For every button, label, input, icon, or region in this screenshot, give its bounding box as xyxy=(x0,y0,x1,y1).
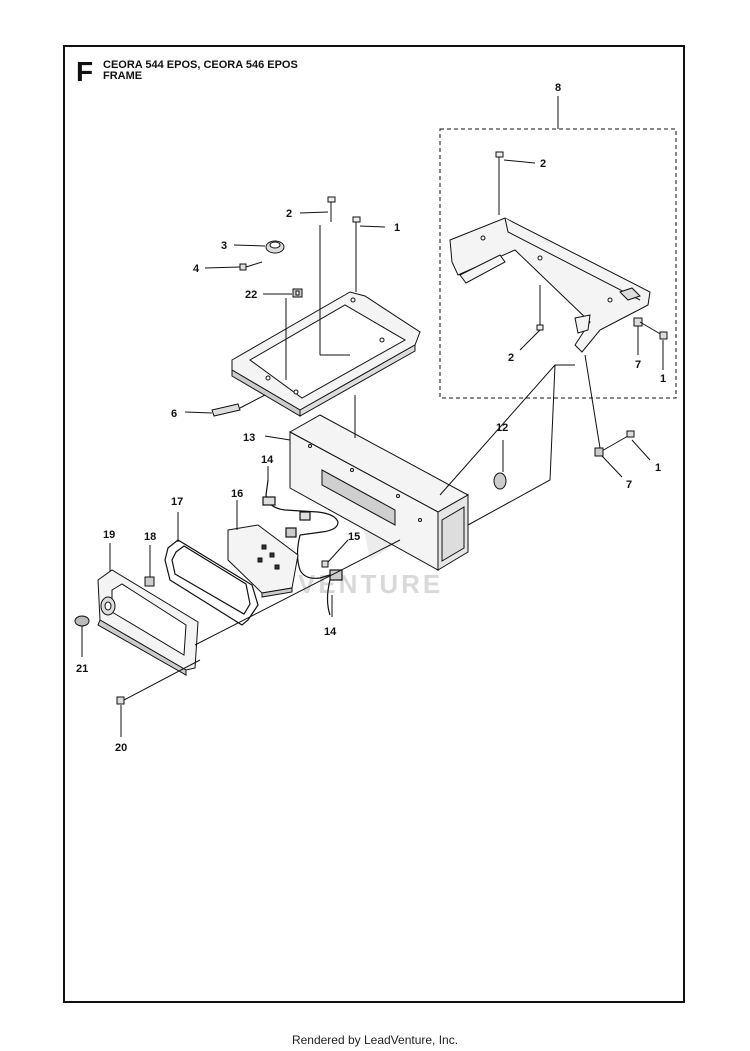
bolt-1-top xyxy=(352,216,361,240)
diagram-subtitle: FRAME xyxy=(103,70,143,82)
callout-18: 18 xyxy=(144,531,156,543)
frame-housing-13 xyxy=(288,414,470,571)
callout-1-top: 1 xyxy=(394,222,400,234)
nut-22 xyxy=(292,288,303,298)
kit-bolt-1 xyxy=(639,321,668,340)
callout-7-kit: 7 xyxy=(635,359,641,371)
cover-plate-19 xyxy=(97,569,199,676)
kit-bolt-2-bottom xyxy=(536,285,544,331)
callout-4: 4 xyxy=(193,263,200,275)
bolt-1-right xyxy=(599,430,635,453)
callout-14-top: 14 xyxy=(261,454,274,466)
screw-4 xyxy=(239,261,263,271)
knob-21 xyxy=(74,615,90,627)
bolt-2-top xyxy=(327,196,336,222)
callout-15: 15 xyxy=(348,531,360,543)
callout-1-kit: 1 xyxy=(660,373,666,385)
kit-bolt-2-top xyxy=(495,151,504,215)
callout-2-kit-top: 2 xyxy=(540,158,546,170)
callout-6: 6 xyxy=(171,408,177,420)
callout-19: 19 xyxy=(103,529,115,541)
circuit-board-16 xyxy=(227,524,299,598)
nut-18 xyxy=(144,576,155,587)
stud-6 xyxy=(211,403,241,417)
callout-17: 17 xyxy=(171,496,183,508)
nut-7-right xyxy=(594,447,604,457)
grommet-12 xyxy=(493,472,507,490)
callout-2-kit-bottom: 2 xyxy=(508,352,514,364)
callout-14-bottom: 14 xyxy=(324,626,337,638)
grommet-3 xyxy=(265,240,285,254)
top-plate-frame xyxy=(231,291,421,417)
watermark-text: VENTURE xyxy=(298,569,443,599)
callout-1-right: 1 xyxy=(655,462,661,474)
section-letter: F xyxy=(76,56,94,87)
callout-22: 22 xyxy=(245,289,257,301)
callout-21: 21 xyxy=(76,663,88,675)
callout-3: 3 xyxy=(221,240,227,252)
footer-credit: Rendered by LeadVenture, Inc. xyxy=(291,1033,459,1047)
callout-20: 20 xyxy=(115,742,127,754)
kit-8-box xyxy=(439,128,677,399)
callout-13: 13 xyxy=(243,432,255,444)
wiring-harness-14 xyxy=(262,479,343,616)
callout-16: 16 xyxy=(231,488,243,500)
gasket-17 xyxy=(164,539,259,626)
diagram-frame xyxy=(63,45,685,1003)
screw-20 xyxy=(116,659,201,705)
diagram-title: CEORA 544 EPOS, CEORA 546 EPOS xyxy=(103,59,298,71)
callout-8: 8 xyxy=(555,82,561,94)
callout-12: 12 xyxy=(496,422,508,434)
callout-7-right: 7 xyxy=(626,479,632,491)
screw-15 xyxy=(321,560,329,568)
callout-2-top: 2 xyxy=(286,208,292,220)
subframe-bracket xyxy=(449,217,651,353)
